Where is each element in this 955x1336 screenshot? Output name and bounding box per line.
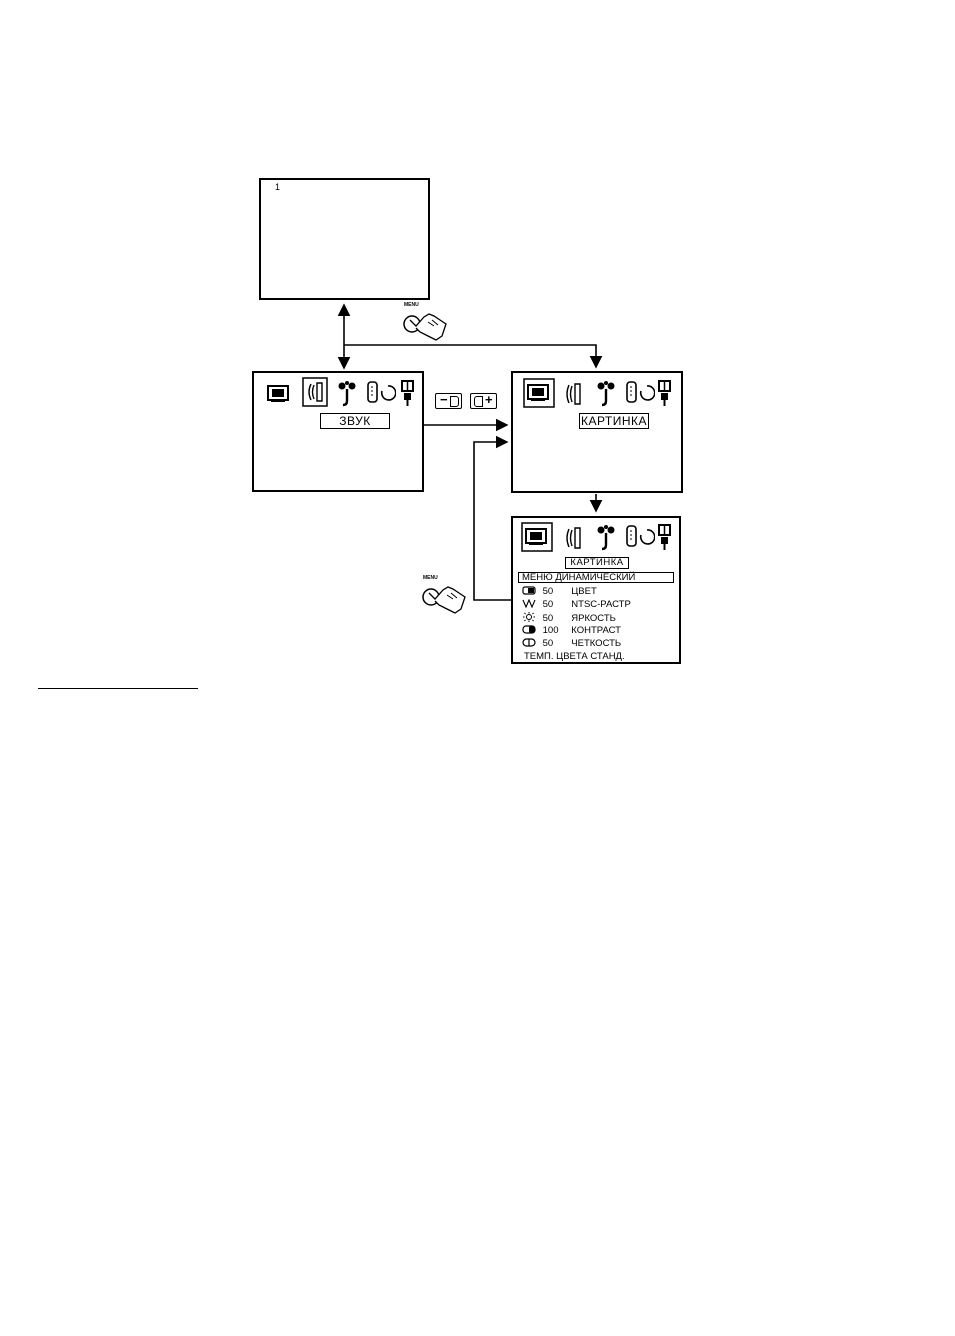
brightness-value: 50	[543, 613, 565, 624]
ntsc-icon	[522, 599, 536, 608]
install-tab-icon[interactable]	[400, 379, 416, 407]
setup-tab-icon[interactable]	[366, 379, 396, 405]
arrow-menu-to-picture	[344, 345, 596, 367]
sound-menu-screen: ЗВУК	[252, 371, 424, 492]
picture-detail-title: КАРТИНКА	[565, 557, 629, 569]
install-tab-icon[interactable]	[657, 379, 673, 407]
menu-button-label: MENU	[423, 575, 438, 581]
feature-tab-icon[interactable]	[595, 379, 617, 407]
contrast-label: КОНТРАСТ	[571, 625, 621, 636]
picture-detail-screen: КАРТИНКА МЕНЮ ДИНАМИЧЕСКИЙ 50 ЦВЕТ 50 NT…	[511, 516, 681, 664]
picture-tab-icon[interactable]	[521, 522, 553, 552]
tv-screen: 1	[259, 178, 430, 300]
picture-mode-row[interactable]: МЕНЮ ДИНАМИЧЕСКИЙ	[518, 572, 674, 583]
footnote-divider	[38, 688, 198, 689]
hand-pressing-icon	[396, 302, 456, 344]
sound-tab-icon[interactable]	[563, 381, 583, 407]
setup-tab-icon[interactable]	[625, 523, 655, 549]
arrow-detail-return	[474, 442, 511, 600]
install-tab-icon[interactable]	[657, 523, 673, 551]
setting-row-ntsc[interactable]: 50 NTSC-РАСТР	[522, 599, 631, 610]
sound-tab-icon[interactable]	[302, 377, 328, 407]
picture-tab-icon[interactable]	[266, 382, 292, 404]
sharpness-label: ЧЕТКОСТЬ	[571, 638, 621, 649]
picture-tab-icon[interactable]	[523, 378, 555, 408]
plus-button[interactable]: +	[470, 393, 497, 409]
setting-row-contrast[interactable]: 100 КОНТРАСТ	[522, 625, 621, 636]
sharpness-icon	[522, 638, 536, 647]
minus-button[interactable]: −	[435, 393, 462, 409]
minus-button-label: −	[440, 392, 448, 407]
menu-button-label: MENU	[404, 302, 419, 308]
hand-pressing-icon	[415, 575, 475, 617]
feature-tab-icon[interactable]	[595, 523, 617, 551]
brightness-label: ЯРКОСТЬ	[571, 613, 616, 624]
button-shape-icon	[450, 396, 459, 407]
picture-menu-title: КАРТИНКА	[579, 413, 649, 429]
color-icon	[522, 586, 536, 595]
setting-row-sharpness[interactable]: 50 ЧЕТКОСТЬ	[522, 638, 621, 649]
picture-menu-screen: КАРТИНКА	[511, 371, 683, 493]
sharpness-value: 50	[543, 638, 565, 649]
contrast-icon	[522, 625, 536, 634]
sound-tab-icon[interactable]	[563, 525, 583, 551]
menu-button-press-2[interactable]: MENU	[415, 575, 475, 617]
setting-row-brightness[interactable]: 50 ЯРКОСТЬ	[522, 612, 616, 624]
plus-button-label: +	[485, 392, 493, 407]
color-value: 50	[543, 586, 565, 597]
menu-button-press-1[interactable]: MENU	[396, 302, 456, 344]
channel-number: 1	[275, 182, 280, 192]
setup-tab-icon[interactable]	[625, 379, 655, 405]
button-shape-icon	[474, 396, 483, 407]
setting-row-color[interactable]: 50 ЦВЕТ	[522, 586, 597, 597]
color-label: ЦВЕТ	[571, 586, 597, 597]
ntsc-label: NTSC-РАСТР	[571, 599, 631, 610]
feature-tab-icon[interactable]	[336, 379, 358, 407]
ntsc-value: 50	[543, 599, 565, 610]
contrast-value: 100	[543, 625, 565, 636]
color-temp-row[interactable]: ТЕМП. ЦВЕТА СТАНД.	[524, 651, 625, 662]
brightness-icon	[522, 612, 536, 622]
sound-menu-title: ЗВУК	[320, 413, 390, 429]
